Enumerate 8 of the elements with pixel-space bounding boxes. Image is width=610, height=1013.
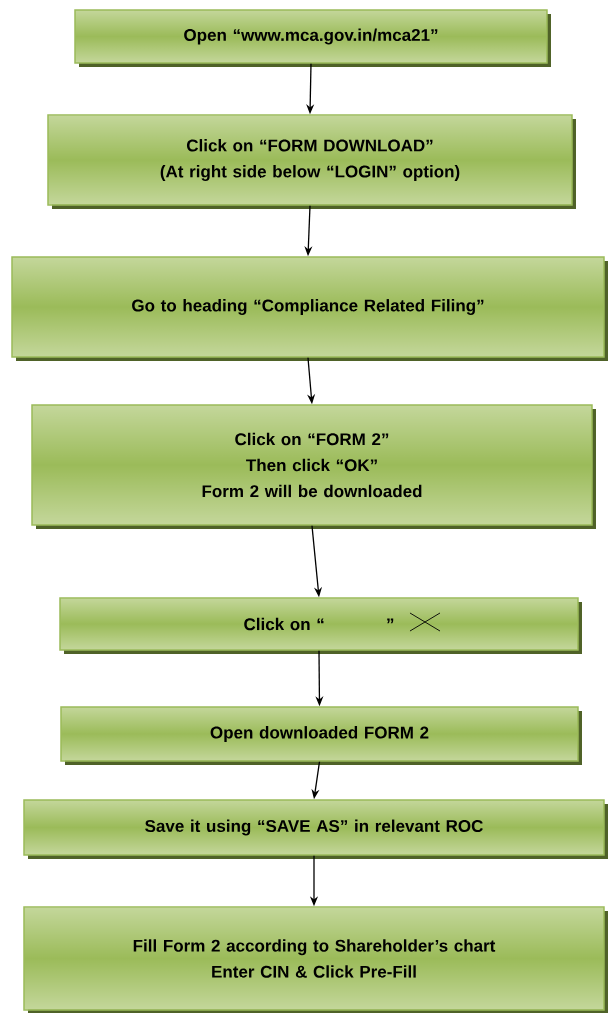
- process-box: Click on “ ”: [59, 597, 582, 654]
- process-box: Click on “FORM DOWNLOAD” (At right side below “LOGIN” option): [47, 114, 576, 209]
- process-box: Fill Form 2 according to Shareholder’s chart Enter CIN & Click Pre-Fill: [23, 906, 608, 1013]
- process-box: Save it using “SAVE AS” in relevant ROC: [23, 799, 608, 859]
- process-box: Open “www.mca.gov.in/mca21”: [74, 9, 551, 67]
- process-box: Click on “FORM 2” Then click “OK” Form 2 will be downloaded: [31, 404, 596, 529]
- process-box: Open downloaded FORM 2: [60, 706, 582, 765]
- process-box: Go to heading “Compliance Related Filing”: [11, 256, 608, 361]
